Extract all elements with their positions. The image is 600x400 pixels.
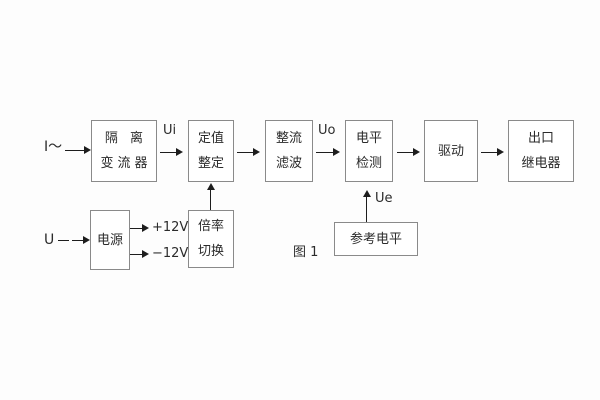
connector-positive-rail — [130, 228, 146, 229]
block-rectifier-filter-line-1: 整流 — [275, 131, 302, 146]
block-isolating-transformer-line-2: 变流器 — [100, 156, 152, 171]
block-level-detection-line-2: 检测 — [355, 156, 382, 171]
arrowhead-isolator-to-setting — [176, 148, 183, 156]
block-level-detection-line-1: 电平 — [355, 131, 382, 146]
signal-label-uo: Uo — [318, 123, 336, 138]
connector-driver-to-relay — [481, 152, 502, 153]
arrowhead-rectifier-to-level — [333, 148, 340, 156]
signal-label-ue: Ue — [375, 191, 393, 206]
block-multiplier-switch-line-1: 倍率 — [197, 219, 224, 234]
arrowhead-reference-to-level — [363, 190, 371, 197]
block-reference-level-line-1: 参考电平 — [349, 231, 402, 247]
figure-caption: 图 1 — [293, 245, 319, 260]
connector-multiplier-to-setting — [210, 189, 211, 210]
block-multiplier-switch-line-2: 切换 — [197, 244, 224, 259]
input-label-current: I～ — [44, 139, 63, 155]
block-rectifier-filter-line-2: 滤波 — [275, 156, 302, 171]
block-power-supply[interactable]: 电源 — [90, 210, 130, 270]
block-driver[interactable]: 驱动 — [424, 120, 478, 182]
arrowhead-multiplier-to-setting — [207, 183, 215, 190]
connector-level-to-driver — [397, 152, 418, 153]
block-power-supply-line-1: 电源 — [96, 232, 123, 248]
block-isolating-transformer[interactable]: 隔 离 变流器 — [91, 120, 157, 182]
block-level-detection[interactable]: 电平 检测 — [345, 120, 393, 182]
connector-current-to-isolator — [65, 150, 89, 151]
connector-setting-to-rectifier — [237, 152, 257, 153]
block-reference-level[interactable]: 参考电平 — [334, 222, 418, 256]
block-rectifier-filter[interactable]: 整流 滤波 — [265, 120, 313, 182]
rail-label-positive: +12V — [152, 220, 189, 235]
block-multiplier-switch[interactable]: 倍率 切换 — [188, 210, 234, 268]
connector-negative-rail — [130, 254, 146, 255]
arrowhead-current-to-isolator — [84, 146, 91, 154]
arrowhead-voltage-to-power — [83, 236, 90, 244]
connector-reference-to-level — [366, 196, 367, 222]
signal-label-ui: Ui — [163, 123, 177, 138]
arrowhead-negative-rail — [142, 250, 149, 258]
block-setting-value[interactable]: 定值 整定 — [188, 120, 234, 182]
arrowhead-positive-rail — [142, 224, 149, 232]
arrowhead-driver-to-relay — [497, 148, 504, 156]
arrowhead-level-to-driver — [413, 148, 420, 156]
block-isolating-transformer-line-1: 隔 离 — [104, 131, 148, 146]
connector-voltage-to-power — [72, 240, 86, 241]
connector-voltage-lead — [58, 240, 69, 241]
block-setting-value-line-2: 整定 — [197, 156, 224, 171]
input-label-voltage: U — [44, 232, 55, 248]
block-driver-line-1: 驱动 — [437, 143, 464, 159]
block-setting-value-line-1: 定值 — [197, 131, 224, 146]
block-output-relay-line-1: 出口 — [527, 131, 554, 146]
block-output-relay-line-2: 继电器 — [521, 156, 561, 171]
arrowhead-setting-to-rectifier — [253, 148, 260, 156]
rail-label-negative: −12V — [152, 246, 189, 261]
block-output-relay[interactable]: 出口 继电器 — [508, 120, 574, 182]
connector-rectifier-to-level — [316, 152, 338, 153]
connector-isolator-to-setting — [160, 152, 181, 153]
